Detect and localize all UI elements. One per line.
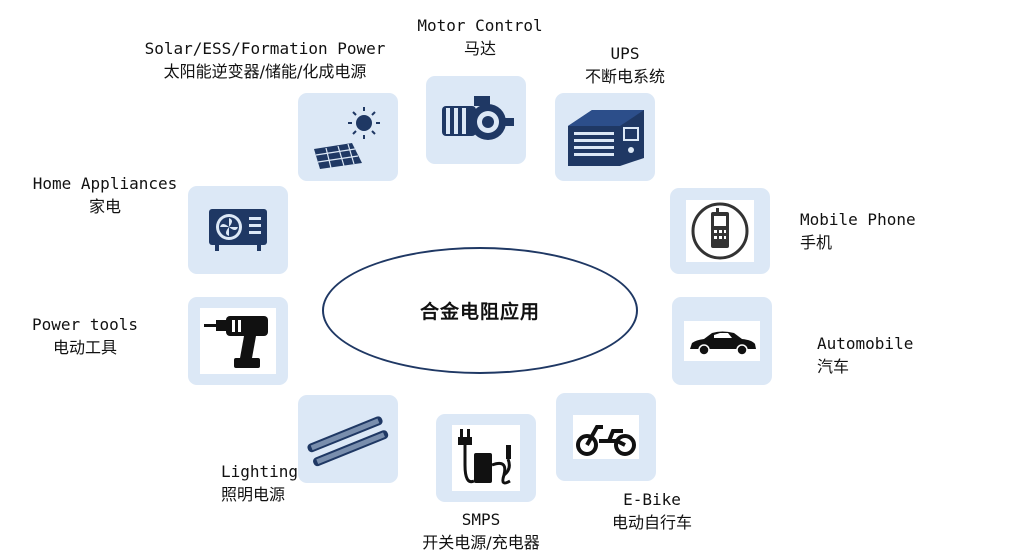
label-smps-en: SMPS: [461, 510, 501, 529]
label-solar-zh: 太阳能逆变器/储能/化成电源: [163, 62, 367, 81]
label-motor-en: Motor Control: [417, 16, 543, 35]
label-ebike-zh: 电动自行车: [611, 513, 692, 532]
ebike-icon: [573, 415, 639, 459]
drill-icon: [200, 308, 276, 374]
tile-ups: [555, 93, 655, 181]
led-tube-icon: [307, 416, 389, 467]
label-powertools-en: Power tools: [32, 315, 138, 334]
label-smps: SMPS 开关电源/充电器: [398, 508, 564, 554]
label-powertools-zh: 电动工具: [52, 338, 117, 357]
label-automobile-en: Automobile: [817, 334, 914, 353]
tile-ebike: [556, 393, 656, 481]
label-solar-en: Solar/ESS/Formation Power: [144, 39, 386, 58]
label-solar: Solar/ESS/Formation Power 太阳能逆变器/储能/化成电源: [120, 37, 410, 83]
center-ellipse: 合金电阻应用: [322, 247, 638, 374]
label-ebike-en: E-Bike: [623, 490, 681, 509]
label-home-zh: 家电: [88, 197, 121, 216]
label-mobile-zh: 手机: [800, 233, 833, 252]
tile-automobile: [672, 297, 772, 385]
label-ups-zh: 不断电系统: [584, 67, 665, 86]
label-ebike: E-Bike 电动自行车: [592, 488, 712, 534]
charger-icon: [452, 425, 520, 491]
label-mobile: Mobile Phone 手机: [800, 208, 940, 254]
ups-icon: [568, 110, 644, 166]
air-conditioner-icon: [209, 209, 267, 251]
label-home: Home Appliances 家电: [20, 172, 190, 218]
center-title: 合金电阻应用: [419, 301, 540, 323]
label-home-en: Home Appliances: [32, 174, 178, 193]
motor-icon: [442, 96, 514, 140]
car-icon: [684, 321, 760, 361]
label-smps-zh: 开关电源/充电器: [422, 533, 540, 552]
label-powertools: Power tools 电动工具: [20, 313, 150, 359]
solar-panel-icon: [314, 107, 380, 169]
tile-smps: [436, 414, 536, 502]
label-ups: UPS 不断电系统: [570, 42, 680, 88]
tile-solar: [298, 93, 398, 181]
label-motor-zh: 马达: [463, 39, 496, 58]
label-automobile-zh: 汽车: [817, 357, 850, 376]
label-lighting-en: Lighting: [221, 462, 299, 481]
label-motor: Motor Control 马达: [405, 14, 555, 60]
label-mobile-en: Mobile Phone: [800, 210, 916, 229]
tile-motor: [426, 76, 526, 164]
tile-lighting: [298, 395, 398, 483]
tile-home: [188, 186, 288, 274]
label-ups-en: UPS: [610, 44, 640, 63]
tile-mobile: [670, 188, 770, 274]
label-automobile: Automobile 汽车: [817, 332, 947, 378]
label-lighting-zh: 照明电源: [221, 485, 286, 504]
tile-powertools: [188, 297, 288, 385]
mobile-phone-icon: [686, 200, 754, 262]
label-lighting: Lighting 照明电源: [221, 460, 321, 506]
